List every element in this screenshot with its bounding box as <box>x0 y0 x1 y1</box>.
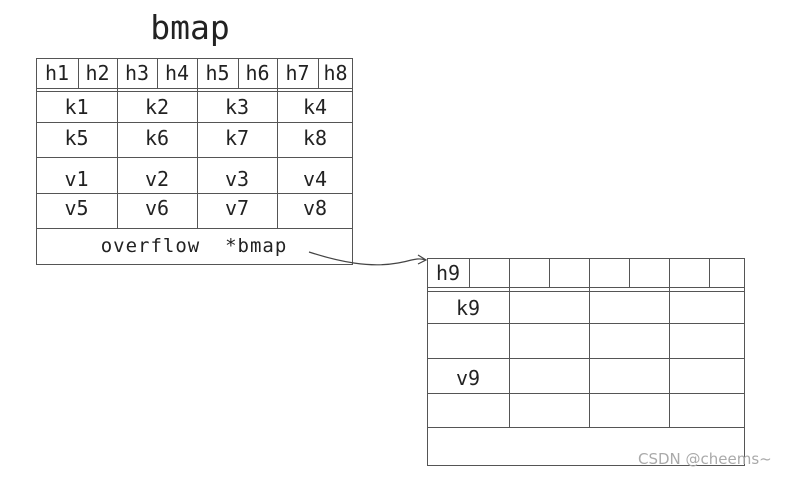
tophash-divider <box>709 258 710 287</box>
overflow-divider <box>427 393 745 394</box>
overflow-arrow-curve <box>308 251 426 266</box>
column-divider <box>669 258 670 427</box>
overflow-divider <box>427 291 745 292</box>
main-divider <box>36 193 353 194</box>
value-cell: v3 <box>224 167 250 191</box>
main-divider <box>36 91 353 92</box>
column-divider <box>117 58 118 228</box>
value-cell: v9 <box>455 366 481 390</box>
main-bmap <box>36 58 353 265</box>
overflow-bmap <box>427 258 745 466</box>
tophash-divider <box>78 58 79 88</box>
bmap-title: bmap <box>150 8 230 47</box>
tophash-cell: h9 <box>435 260 461 285</box>
main-divider <box>36 88 353 89</box>
key-cell: k2 <box>144 95 170 119</box>
tophash-cell: h2 <box>85 61 110 85</box>
tophash-divider <box>549 258 550 287</box>
tophash-divider <box>238 58 239 88</box>
tophash-divider <box>318 58 319 88</box>
key-cell: k4 <box>302 95 328 119</box>
column-divider <box>509 258 510 427</box>
value-cell: v1 <box>64 167 89 191</box>
tophash-divider <box>629 258 630 287</box>
value-cell: v2 <box>144 167 170 191</box>
tophash-divider <box>469 258 470 287</box>
tophash-cell: h4 <box>164 61 190 85</box>
value-cell: v6 <box>144 196 170 220</box>
overflow-divider <box>427 287 745 288</box>
main-divider <box>36 122 353 123</box>
overflow-divider <box>427 427 745 428</box>
key-cell: k7 <box>224 126 250 150</box>
key-cell: k6 <box>144 126 170 150</box>
tophash-cell: h5 <box>205 61 230 85</box>
overflow-arrow-head <box>417 254 428 265</box>
tophash-cell: h8 <box>323 61 348 85</box>
tophash-cell: h6 <box>245 61 270 85</box>
tophash-cell: h3 <box>124 61 150 85</box>
overflow-divider <box>427 323 745 324</box>
value-cell: v5 <box>64 196 89 220</box>
value-cell: v4 <box>302 167 328 191</box>
tophash-divider <box>157 58 158 88</box>
value-cell: v8 <box>302 196 328 220</box>
key-cell: k1 <box>64 95 89 119</box>
column-divider <box>197 58 198 228</box>
key-cell: k9 <box>455 296 481 320</box>
tophash-cell: h1 <box>44 61 70 85</box>
watermark: CSDN @cheems~ <box>638 450 772 468</box>
overflow-divider <box>427 358 745 359</box>
value-cell: v7 <box>224 196 250 220</box>
key-cell: k8 <box>302 126 328 150</box>
key-cell: k5 <box>64 126 89 150</box>
key-cell: k3 <box>224 95 250 119</box>
column-divider <box>277 58 278 228</box>
main-divider <box>36 228 353 229</box>
main-divider <box>36 157 353 158</box>
column-divider <box>589 258 590 427</box>
tophash-cell: h7 <box>285 61 310 85</box>
overflow-pointer-label: overflow *bmap <box>100 235 288 257</box>
